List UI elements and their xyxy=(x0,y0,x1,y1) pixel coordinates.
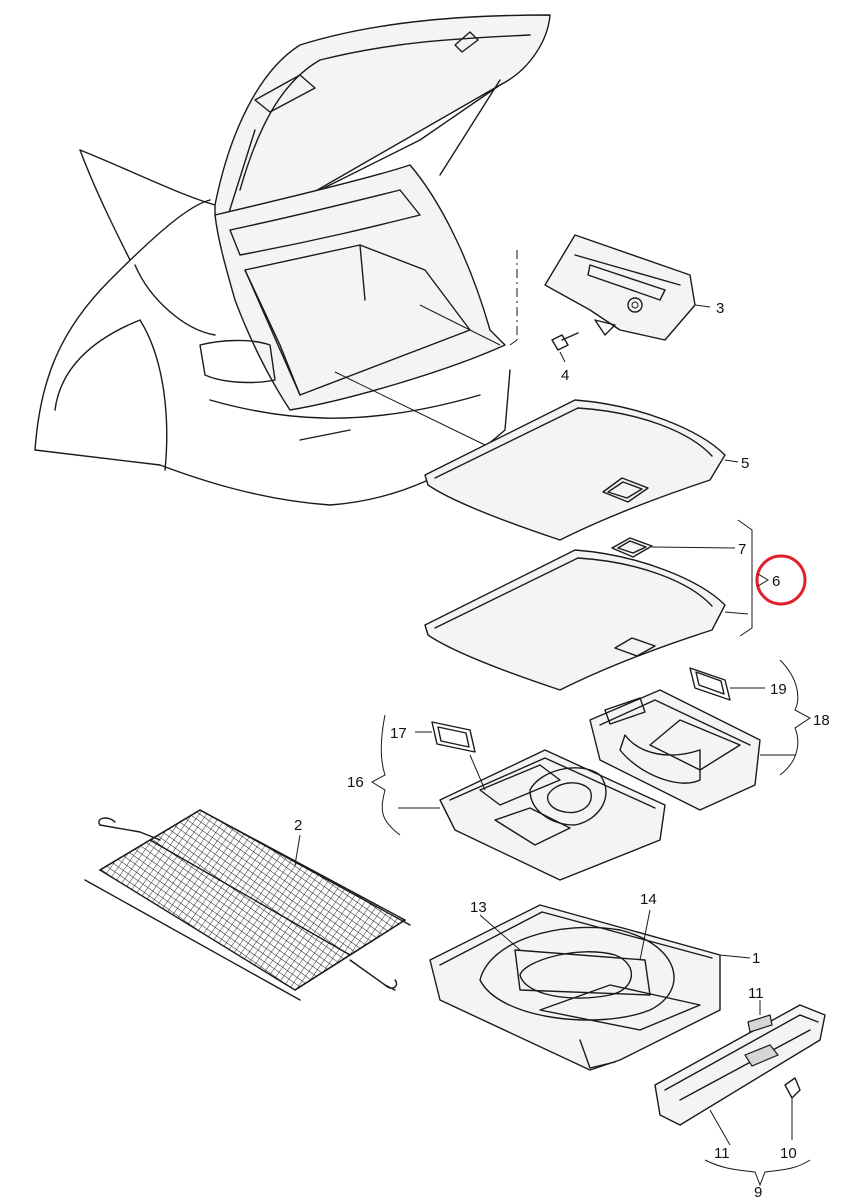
access-lid-part xyxy=(611,537,736,640)
callout-11-bottom: 11 xyxy=(714,1145,730,1162)
callout-16: 16 xyxy=(347,774,364,791)
callout-14: 14 xyxy=(640,891,657,908)
floor-board-part xyxy=(424,519,753,691)
callout-7: 7 xyxy=(738,541,746,558)
highlight-circle xyxy=(755,554,807,606)
luggage-net-part xyxy=(84,809,411,1001)
callout-11-top: 11 xyxy=(748,985,764,1002)
callout-9: 9 xyxy=(754,1184,762,1200)
screw-part xyxy=(551,332,579,363)
callout-17: 17 xyxy=(390,725,407,742)
callout-5: 5 xyxy=(741,455,749,472)
callout-13: 13 xyxy=(470,899,487,916)
vehicle-rear-illustration xyxy=(34,14,551,506)
callout-19: 19 xyxy=(770,681,787,698)
spare-wheel-well-part xyxy=(429,904,751,1071)
rear-sill-trim-part xyxy=(654,1000,826,1187)
callout-3: 3 xyxy=(716,300,724,317)
callout-labels: 1 2 3 4 5 6 7 9 10 11 11 13 14 16 17 18 … xyxy=(294,300,830,1200)
callout-2: 2 xyxy=(294,817,302,834)
storage-tray-left-part xyxy=(370,714,666,881)
callout-6: 6 xyxy=(772,573,780,590)
callout-10: 10 xyxy=(780,1145,797,1162)
callout-1: 1 xyxy=(752,950,760,967)
storage-tray-right-part xyxy=(589,659,811,811)
floor-covering-upper-part xyxy=(424,399,739,541)
side-trim-panel-part xyxy=(509,234,711,346)
callout-18: 18 xyxy=(813,712,830,729)
callout-4: 4 xyxy=(561,367,569,384)
